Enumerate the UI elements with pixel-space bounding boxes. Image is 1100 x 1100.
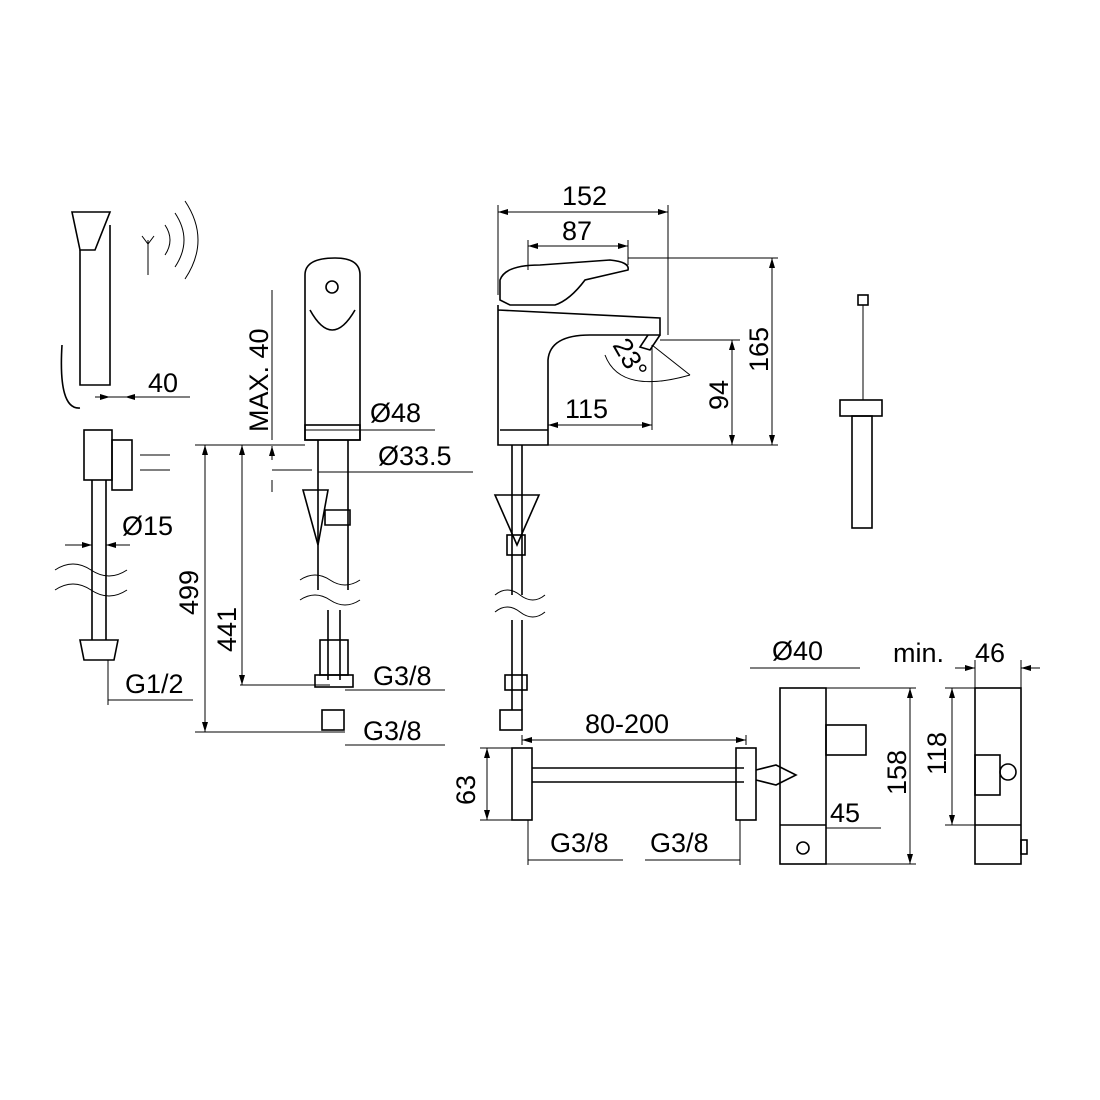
label-158: 158 [882, 750, 912, 795]
label-40: 40 [148, 368, 178, 398]
label-dia-33-5: Ø33.5 [378, 441, 452, 471]
dim-dia-40: Ø40 [750, 636, 860, 669]
dim-g12: G1/2 [107, 660, 193, 705]
label-87: 87 [562, 216, 592, 246]
dim-dia-33-5: Ø33.5 [318, 441, 473, 473]
label-115: 115 [565, 394, 608, 424]
faucet-front-drawing [299, 257, 361, 731]
label-63: 63 [451, 775, 481, 805]
hand-shower-drawing [54, 200, 199, 661]
label-152: 152 [562, 181, 607, 211]
dim-94: 94 [660, 339, 740, 445]
label-g12: G1/2 [125, 669, 184, 699]
faucet-side-drawing [493, 259, 661, 731]
dim-441: 441 [212, 445, 330, 686]
dim-80-200: 80-200 [521, 709, 747, 745]
label-46: 46 [975, 638, 1005, 668]
dim-g38-b: G3/8 [345, 716, 445, 746]
dim-angle-23: 23° [604, 333, 691, 383]
dim-offset-40: 40 [95, 368, 190, 400]
label-dia-48: Ø48 [370, 398, 421, 428]
label-max-40: MAX. 40 [244, 328, 274, 432]
label-118: 118 [922, 732, 952, 775]
dim-dia-15: Ø15 [65, 511, 173, 548]
dim-g38-a: G3/8 [345, 661, 445, 691]
dim-115: 115 [548, 345, 653, 430]
dim-63: 63 [451, 747, 512, 821]
dim-max-40: MAX. 40 [244, 290, 312, 492]
label-165: 165 [744, 327, 774, 372]
label-dia-40: Ø40 [772, 636, 823, 666]
label-g38-b: G3/8 [363, 716, 422, 746]
label-min: min. [893, 638, 944, 668]
label-94: 94 [704, 380, 734, 410]
dim-dia-48: Ø48 [305, 398, 435, 431]
dim-g38-c: G3/8 [527, 820, 623, 865]
dim-499: 499 [174, 444, 345, 733]
dim-87: 87 [527, 216, 629, 270]
label-441: 441 [212, 607, 242, 652]
dim-152: 152 [497, 181, 669, 335]
dim-165: 165 [548, 257, 778, 446]
label-g38-a: G3/8 [373, 661, 432, 691]
label-angle-23: 23° [607, 333, 653, 383]
label-g38-c: G3/8 [550, 828, 609, 858]
label-45: 45 [830, 798, 860, 828]
label-dia-15: Ø15 [122, 511, 173, 541]
label-80-200: 80-200 [585, 709, 669, 739]
dim-min-46: min. 46 [893, 638, 1040, 688]
dim-45: 45 [826, 798, 881, 829]
dim-158: 158 [826, 687, 916, 865]
dim-118: 118 [922, 687, 975, 826]
label-g38-d: G3/8 [650, 828, 709, 858]
label-499: 499 [174, 570, 204, 615]
connection-set-drawing [511, 687, 1028, 865]
sensor-unit-drawing [839, 294, 883, 529]
dim-g38-d: G3/8 [645, 820, 741, 865]
